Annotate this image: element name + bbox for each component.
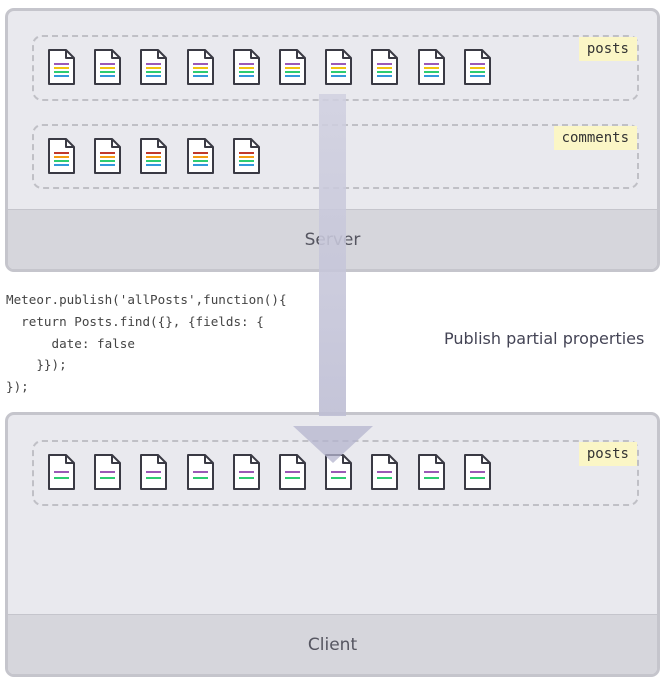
collection-label: posts bbox=[578, 442, 637, 466]
client-label: Client bbox=[8, 614, 657, 674]
document-icon bbox=[417, 48, 446, 86]
document-icon bbox=[278, 48, 307, 86]
server-comments-docs bbox=[47, 137, 278, 175]
document-icon bbox=[417, 453, 446, 491]
down-arrow-icon bbox=[293, 426, 373, 463]
document-icon bbox=[186, 453, 215, 491]
document-icon bbox=[186, 137, 215, 175]
document-icon bbox=[232, 137, 261, 175]
document-icon bbox=[463, 453, 492, 491]
document-icon bbox=[139, 137, 168, 175]
document-icon bbox=[47, 453, 76, 491]
document-icon bbox=[139, 453, 168, 491]
document-icon bbox=[47, 48, 76, 86]
document-icon bbox=[370, 453, 399, 491]
transfer-arrow-shaft bbox=[319, 94, 346, 416]
document-icon bbox=[93, 137, 122, 175]
document-icon bbox=[232, 453, 261, 491]
caption: Publish partial properties bbox=[444, 329, 645, 348]
document-icon bbox=[370, 48, 399, 86]
document-icon bbox=[324, 48, 353, 86]
document-icon bbox=[186, 48, 215, 86]
document-icon bbox=[47, 137, 76, 175]
document-icon bbox=[139, 48, 168, 86]
server-posts-docs bbox=[47, 48, 509, 86]
client-posts-docs bbox=[47, 453, 509, 491]
document-icon bbox=[93, 453, 122, 491]
code-snippet: Meteor.publish('allPosts',function(){ re… bbox=[6, 292, 287, 395]
document-icon bbox=[463, 48, 492, 86]
server-posts-collection: posts bbox=[32, 35, 639, 101]
collection-label: comments bbox=[553, 126, 637, 150]
server-comments-collection: comments bbox=[32, 124, 639, 189]
document-icon bbox=[93, 48, 122, 86]
document-icon bbox=[232, 48, 261, 86]
collection-label: posts bbox=[578, 37, 637, 61]
